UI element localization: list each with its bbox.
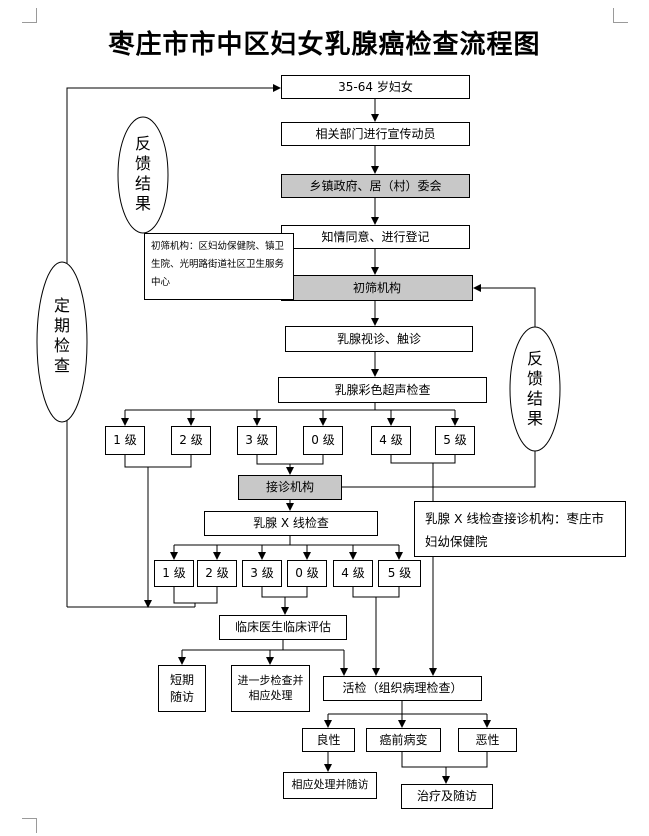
box-visual-palpation: 乳腺视诊、触诊 (285, 326, 473, 352)
char: 定 (53, 296, 70, 315)
flow-line (261, 587, 308, 598)
box-malignant: 恶性 (458, 728, 517, 752)
corner-mark (22, 8, 37, 23)
flow-line (256, 455, 324, 465)
xr-grade-0: 0 级 (287, 560, 327, 587)
xr-grade-1: 1 级 (154, 560, 194, 587)
xr-grade-2: 2 级 (197, 560, 237, 587)
us-grade-5: 5 级 (435, 426, 475, 455)
char: 反 (134, 134, 151, 153)
feedback-ellipse-right (509, 326, 561, 452)
us-grade-0: 0 级 (303, 426, 343, 455)
flow-line (352, 587, 400, 598)
box-screening-institution: 初筛机构 (281, 275, 473, 301)
feedback-right-text: 反 馈 结 果 (524, 349, 546, 429)
corner-mark (613, 8, 628, 23)
flow-line (390, 455, 456, 464)
box-township-committee: 乡镇政府、居（村）委会 (281, 174, 470, 198)
flow-line (401, 752, 488, 768)
corner-mark (22, 818, 37, 833)
box-consent-registration: 知情同意、进行登记 (281, 225, 470, 249)
box-further-examination: 进一步检查并 相应处理 (231, 665, 310, 712)
feedback-ellipse-top (117, 116, 169, 234)
further-exam-line2: 相应处理 (248, 688, 293, 702)
periodic-check-ellipse (36, 261, 88, 423)
note-xray-institution: 乳腺 X 线检查接诊机构：枣庄市妇幼保健院 (414, 501, 626, 557)
char: 检 (53, 336, 70, 355)
short-followup-line2: 随访 (169, 689, 194, 704)
feedback-top-text: 反 馈 结 果 (132, 134, 154, 214)
char: 果 (134, 194, 151, 213)
box-treatment-followup: 治疗及随访 (401, 784, 493, 809)
box-short-term-followup: 短期 随访 (158, 665, 206, 712)
char: 馈 (134, 154, 151, 173)
char: 果 (526, 409, 543, 428)
char: 查 (53, 356, 70, 375)
box-target-women: 35-64 岁妇女 (281, 75, 470, 99)
flow-arrow (473, 284, 536, 327)
char: 期 (53, 316, 70, 335)
xr-grade-4: 4 级 (333, 560, 373, 587)
box-ultrasound: 乳腺彩色超声检查 (278, 377, 487, 403)
xr-grade-3: 3 级 (242, 560, 282, 587)
us-grade-4: 4 级 (371, 426, 411, 455)
char: 反 (526, 349, 543, 368)
box-handle-followup: 相应处理并随访 (283, 772, 377, 799)
us-grade-3: 3 级 (237, 426, 277, 455)
char: 结 (526, 389, 543, 408)
flow-arrow (66, 84, 281, 607)
further-exam-line1: 进一步检查并 (237, 673, 304, 687)
xr-grade-5: 5 级 (378, 560, 421, 587)
box-benign: 良性 (302, 728, 355, 752)
box-mobilization: 相关部门进行宣传动员 (281, 122, 470, 146)
box-referral-institution: 接诊机构 (238, 475, 342, 500)
flow-line (173, 587, 218, 604)
flow-line (342, 451, 536, 488)
char: 结 (134, 174, 151, 193)
box-clinical-evaluation: 临床医生临床评估 (219, 615, 347, 640)
periodic-check-text: 定 期 检 查 (51, 296, 73, 376)
box-biopsy: 活检（组织病理检查） (323, 676, 482, 701)
short-followup-line1: 短期 (169, 673, 194, 688)
page-title: 枣庄市市中区妇女乳腺癌检查流程图 (108, 30, 541, 60)
note-screening-institutions: 初筛机构：区妇幼保健院、镇卫生院、光明路街道社区卫生服务中心 (144, 233, 294, 300)
us-grade-2: 2 级 (171, 426, 211, 455)
box-xray: 乳腺 X 线检查 (204, 511, 378, 536)
us-grade-1: 1 级 (105, 426, 145, 455)
char: 馈 (526, 369, 543, 388)
flow-line (124, 455, 192, 468)
box-precancerous: 癌前病变 (366, 728, 441, 752)
